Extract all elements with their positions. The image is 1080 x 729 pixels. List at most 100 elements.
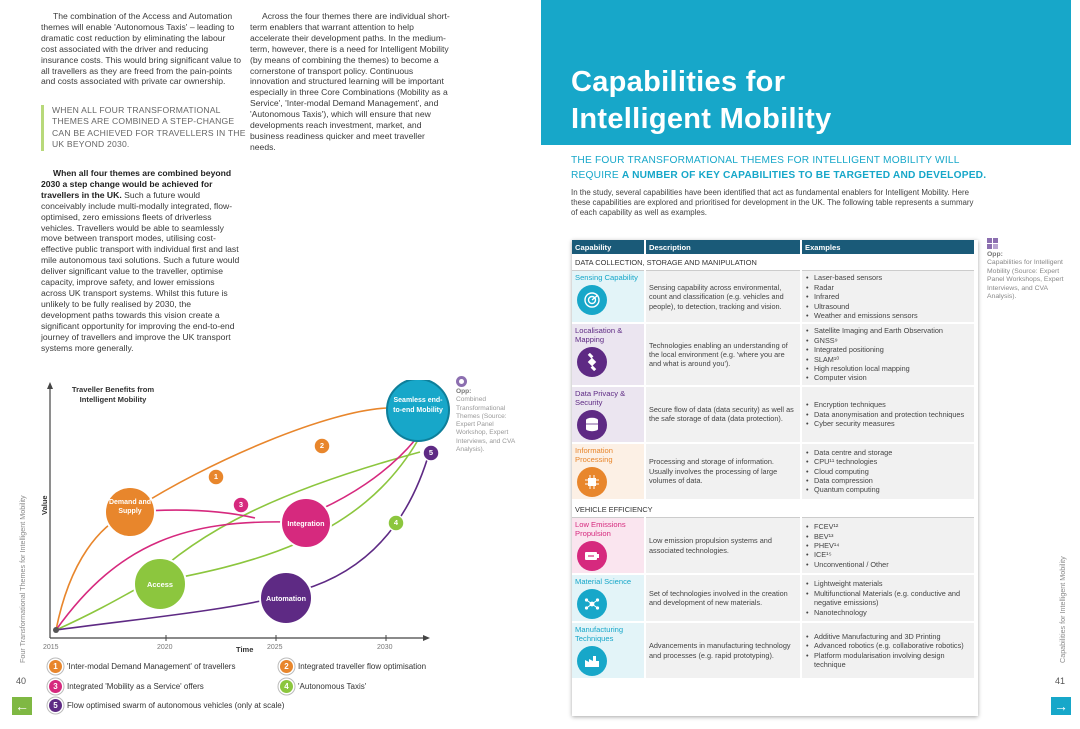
chip-icon <box>577 466 607 497</box>
table-section-header: VEHICLE EFFICIENCY <box>572 499 976 519</box>
second-column-paragraph: Across the four themes there are individ… <box>250 11 450 152</box>
example-item: SLAM¹⁰ <box>805 355 971 365</box>
body-rest: Such a future would conceivably include … <box>41 189 240 353</box>
example-item: PHEV¹⁴ <box>805 541 971 551</box>
right-opp-note: Opp: Capabilities for Intelligent Mobili… <box>987 238 1072 301</box>
lead-plain: THE FOUR TRANSFORMATIONAL THEMES FOR INT… <box>571 155 960 181</box>
right-opp-text: Capabilities for Intelligent Mobility (S… <box>987 259 1064 301</box>
example-item: Integrated positioning <box>805 345 971 355</box>
tick-2030: 2030 <box>377 644 393 651</box>
left-opp-text: Combined Transformational Themes (Source… <box>456 396 515 454</box>
examples-list: Data centre and storageCPU¹¹ technologie… <box>805 448 971 495</box>
example-item: Satellite Imaging and Earth Observation <box>805 326 971 336</box>
example-item: BEV¹³ <box>805 532 971 542</box>
curve-demand-to-seamless <box>129 407 389 513</box>
example-item: Infrared <box>805 292 971 302</box>
page-title-line2: Intelligent Mobility <box>571 103 832 135</box>
marker-2 <box>313 437 331 455</box>
capability-name: Localisation & Mapping <box>575 326 623 345</box>
example-item: Weather and emissions sensors <box>805 311 971 321</box>
example-item: Data anonymisation and protection techni… <box>805 410 971 420</box>
capability-examples: Satellite Imaging and Earth ObservationG… <box>801 323 976 387</box>
capability-cell: Manufacturing Techniques <box>572 622 646 681</box>
example-item: CPU¹¹ technologies <box>805 457 971 467</box>
lead-statement: THE FOUR TRANSFORMATIONAL THEMES FOR INT… <box>571 153 991 183</box>
capability-examples: FCEV¹²BEV¹³PHEV¹⁴ICE¹⁵Unconventional / O… <box>801 517 976 576</box>
capability-description: Low emission propulsion systems and asso… <box>645 517 802 576</box>
example-item: Computer vision <box>805 373 971 383</box>
body-lead-bold: When all four themes are combined beyond… <box>41 168 232 200</box>
examples-list: Satellite Imaging and Earth ObservationG… <box>805 326 971 383</box>
intro-text: In the study, several capabilities have … <box>571 188 974 217</box>
chart-title-line2: Intelligent Mobility <box>79 395 147 404</box>
tick-2025: 2025 <box>267 644 283 651</box>
example-item: FCEV¹² <box>805 522 971 532</box>
node-access-label: Access <box>147 580 173 589</box>
right-opp-title: Opp: <box>987 251 1003 258</box>
capability-description: Set of technologies involved in the crea… <box>645 574 802 624</box>
chart-x-label: Time <box>236 645 254 654</box>
chart-title-line1: Traveller Benefits from <box>71 385 155 394</box>
legend-num-1: 1 <box>49 660 62 673</box>
left-opp-note: Opp: Combined Transformational Themes (S… <box>456 376 526 454</box>
capability-cell: Localisation & Mapping <box>572 323 646 387</box>
next-page-button[interactable]: → <box>1051 697 1071 715</box>
node-seamless-label: Seamless end-to-end Mobility <box>393 397 443 414</box>
left-side-label: Four Transformational Themes for Intelli… <box>18 495 27 663</box>
radar-icon <box>577 285 607 316</box>
example-item: Cyber security measures <box>805 419 971 429</box>
right-page-number: 41 <box>1055 676 1066 686</box>
header-capability: Capability <box>572 240 646 254</box>
left-page-number: 40 <box>16 676 27 686</box>
y-axis-arrow <box>47 382 53 389</box>
body-paragraph: When all four themes are combined beyond… <box>41 168 241 353</box>
satellite-icon <box>577 347 607 378</box>
table-row: Low Emissions Propulsion Low emission pro… <box>572 517 976 576</box>
legend-num-4: 4 <box>280 680 293 693</box>
legend-item-1: 1'Inter-modal Demand Management' of trav… <box>49 660 235 673</box>
capability-description: Processing and storage of information. U… <box>645 442 802 501</box>
header-examples: Examples <box>801 240 976 254</box>
battery-icon <box>577 541 607 572</box>
example-item: Platform modularisation involving design… <box>805 651 971 670</box>
right-side-label: Capabilities for Intelligent Mobility <box>1058 556 1067 663</box>
marker-4-label: 4 <box>393 518 399 527</box>
grid-icon <box>987 238 998 249</box>
marker-3 <box>232 496 250 514</box>
capability-name: Manufacturing Techniques <box>575 625 624 644</box>
example-item: Data compression <box>805 476 971 486</box>
capability-description: Technologies enabling an understanding o… <box>645 323 802 387</box>
capability-name: Sensing Capability <box>575 273 638 283</box>
example-item: Cloud computing <box>805 467 971 477</box>
example-item: Multifunctional Materials (e.g. conducti… <box>805 589 971 608</box>
capability-name: Low Emissions Propulsion <box>575 520 626 539</box>
example-item: GNSS⁹ <box>805 336 971 346</box>
legend-label-2: Integrated traveller flow optimisation <box>298 662 427 671</box>
example-item: Ultrasound <box>805 302 971 312</box>
legend-label-4: 'Autonomous Taxis' <box>298 682 367 691</box>
capability-name: Information Processing <box>575 445 613 464</box>
capability-cell: Information Processing <box>572 442 646 501</box>
legend-num-5: 5 <box>49 699 62 712</box>
example-item: Quantum computing <box>805 485 971 495</box>
example-item: Data centre and storage <box>805 448 971 458</box>
example-item: High resolution local mapping <box>805 364 971 374</box>
left-opp-title: Opp: <box>456 388 472 395</box>
example-item: Encryption techniques <box>805 400 971 410</box>
database-icon <box>577 409 607 440</box>
node-automation <box>259 571 313 625</box>
tick-2020: 2020 <box>157 644 173 651</box>
factory-icon <box>577 646 607 677</box>
origin-dot <box>53 627 59 633</box>
examples-list: Encryption techniquesData anonymisation … <box>805 400 971 429</box>
node-demand-supply <box>104 486 156 538</box>
tick-2015: 2015 <box>43 644 59 651</box>
prev-page-button[interactable]: ← <box>12 697 32 715</box>
legend-num-2: 2 <box>280 660 293 673</box>
table-header-row: Capability Description Examples <box>572 240 976 254</box>
marker-1-label: 1 <box>213 472 219 481</box>
